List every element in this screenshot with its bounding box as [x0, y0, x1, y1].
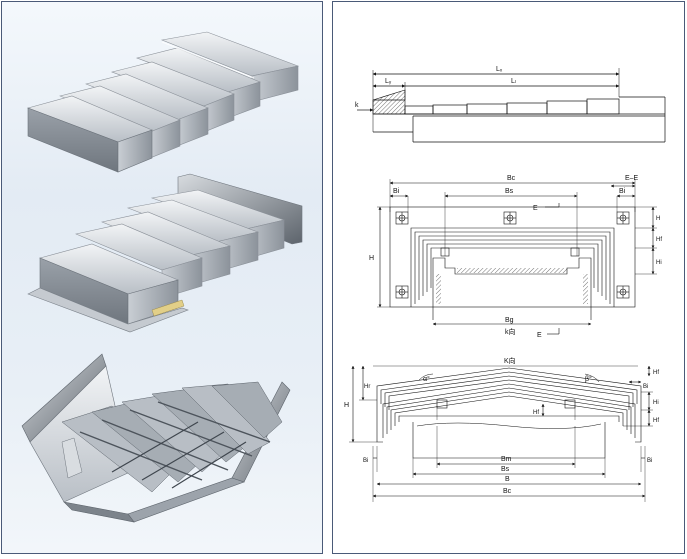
drawing-canvas: Lₓ Lᵧ Lₗ k — [344, 66, 666, 502]
label-base-width: Bg — [505, 317, 514, 324]
label-height-right-low: Hf — [653, 418, 659, 424]
label-view-k: K向 — [504, 356, 516, 365]
label-flange-right: Bi — [619, 188, 626, 195]
section-drawing — [377, 179, 657, 335]
label-roof-height: Hr — [364, 384, 370, 390]
label-inner-width: Bs — [505, 188, 514, 195]
label-overall-width: Bc — [507, 175, 516, 182]
label-overall-height: H — [369, 255, 374, 262]
label-flange-right-top: Bi — [643, 384, 648, 390]
label-section-tag: E–E — [625, 175, 639, 182]
label-left-length: Lᵧ — [385, 78, 392, 85]
label-view-arrow: k — [355, 102, 359, 109]
label-flange-left: Bi — [393, 188, 400, 195]
label-flange-left-3: Bi — [363, 458, 368, 464]
label-height-right-1: H — [656, 216, 660, 222]
label-stroke-length: Lₗ — [511, 78, 516, 85]
drawing-panel: Lₓ Lᵧ Lₗ k — [332, 1, 685, 554]
side-elevation-drawing — [357, 68, 666, 143]
label-flange-right-3: Bi — [647, 458, 652, 464]
photo-panel — [1, 1, 323, 554]
label-width-b: B — [505, 476, 510, 483]
label-width-s: Bs — [501, 466, 510, 473]
gable-section-drawing — [349, 365, 653, 502]
gable-telescopic-cover-photo — [21, 353, 291, 523]
photo-canvas — [21, 31, 303, 523]
label-view: k向 — [505, 327, 516, 336]
label-height-right-3: Hi — [656, 260, 662, 266]
label-inner-height: Hf — [533, 410, 539, 416]
label-total-length: Lₓ — [496, 66, 503, 73]
label-height-right-mid: Hi — [653, 400, 659, 406]
label-width-c: Bc — [503, 488, 512, 495]
flat-telescopic-cover-photo — [27, 31, 300, 173]
label-section-arrow-bottom: E — [537, 332, 542, 339]
flanged-telescopic-cover-photo — [27, 173, 303, 333]
label-width-m: Bm — [501, 456, 512, 463]
label-section-arrow-top: E — [533, 205, 538, 212]
label-overall-height-3: H — [344, 402, 349, 409]
label-height-right-top: Hf — [653, 370, 659, 376]
label-angle-left: α° — [423, 375, 430, 383]
label-angle-right: β° — [585, 375, 592, 383]
label-height-right-2: Hf — [656, 237, 662, 243]
